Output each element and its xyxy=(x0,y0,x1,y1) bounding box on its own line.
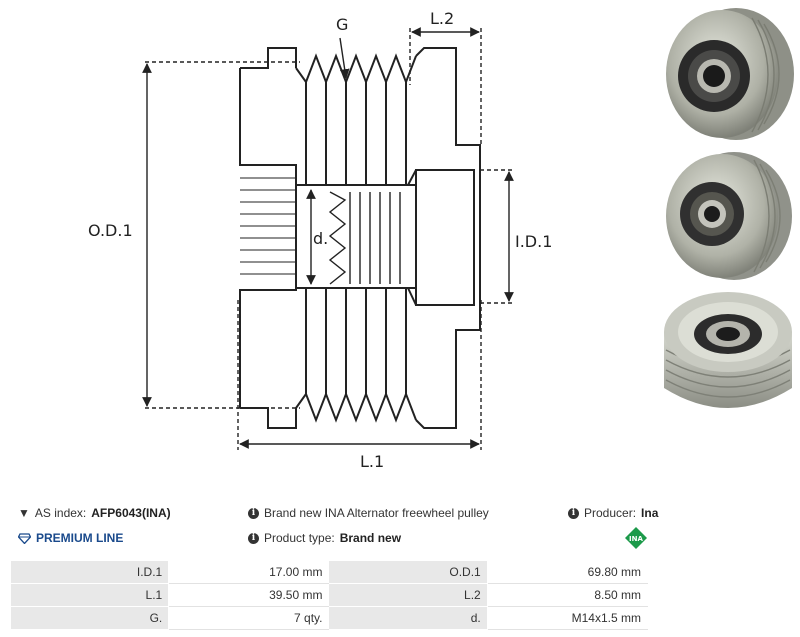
spec-label: G. xyxy=(9,606,170,630)
extension-lines xyxy=(145,28,515,450)
producer-label: Producer: xyxy=(584,506,637,520)
product-photo-front xyxy=(666,152,792,280)
technical-drawing: G L.2 O.D.1 I.D.1 d. L.1 xyxy=(88,9,552,471)
product-photo-side-angle xyxy=(664,292,792,408)
producer: i Producer: Ina xyxy=(568,506,658,520)
dimension-arrows xyxy=(142,27,514,449)
product-type-label: Product type: xyxy=(264,531,335,545)
spec-table: I.D.1 17.00 mm O.D.1 69.80 mm L.1 39.50 … xyxy=(9,560,649,630)
premium-line-label: PREMIUM LINE xyxy=(36,531,124,545)
table-row: G. 7 qty. d. M14x1.5 mm xyxy=(9,606,649,630)
product-photo-front-angle xyxy=(666,8,794,140)
label-l2: L.2 xyxy=(430,9,454,28)
diamond-icon xyxy=(18,532,31,544)
label-l1: L.1 xyxy=(360,452,384,471)
spec-value: M14x1.5 mm xyxy=(486,606,649,630)
as-index-value: AFP6043(INA) xyxy=(91,506,171,520)
label-id1: I.D.1 xyxy=(515,232,552,251)
spec-value: 69.80 mm xyxy=(486,560,649,584)
spec-value: 8.50 mm xyxy=(486,583,649,607)
info-icon: i xyxy=(248,532,259,544)
description-text: Brand new INA Alternator freewheel pulle… xyxy=(264,506,489,520)
label-g: G xyxy=(336,15,348,34)
description: i Brand new INA Alternator freewheel pul… xyxy=(248,506,489,520)
tags-icon: ▼ xyxy=(18,506,30,520)
product-info: ▼ AS index: AFP6043(INA) PREMIUM LINE i … xyxy=(0,498,800,558)
label-d: d. xyxy=(313,229,328,248)
as-index: ▼ AS index: AFP6043(INA) xyxy=(18,506,171,520)
product-type: i Product type: Brand new xyxy=(248,531,401,545)
spec-value: 39.50 mm xyxy=(168,583,330,607)
producer-value: Ina xyxy=(641,506,659,520)
product-type-value: Brand new xyxy=(339,531,402,545)
table-row: L.1 39.50 mm L.2 8.50 mm xyxy=(9,583,649,607)
spec-label: L.2 xyxy=(328,583,488,607)
spec-label: L.1 xyxy=(9,583,170,607)
spec-label: d. xyxy=(328,606,488,630)
thread-lines xyxy=(328,191,401,285)
premium-line-badge: PREMIUM LINE xyxy=(18,531,123,545)
spline-lines xyxy=(240,177,296,275)
ina-logo: INA xyxy=(625,527,647,549)
spec-value: 17.00 mm xyxy=(168,560,330,584)
spec-label: O.D.1 xyxy=(328,560,488,584)
spec-value: 7 qty. xyxy=(168,606,330,630)
info-icon: i xyxy=(248,507,259,519)
table-row: I.D.1 17.00 mm O.D.1 69.80 mm xyxy=(9,560,649,584)
pulley-outline xyxy=(239,47,481,429)
info-icon: i xyxy=(568,507,579,519)
label-od1: O.D.1 xyxy=(88,221,133,240)
ina-logo-text: INA xyxy=(629,535,643,543)
spec-label: I.D.1 xyxy=(9,560,170,584)
as-index-label: AS index: xyxy=(34,506,87,520)
